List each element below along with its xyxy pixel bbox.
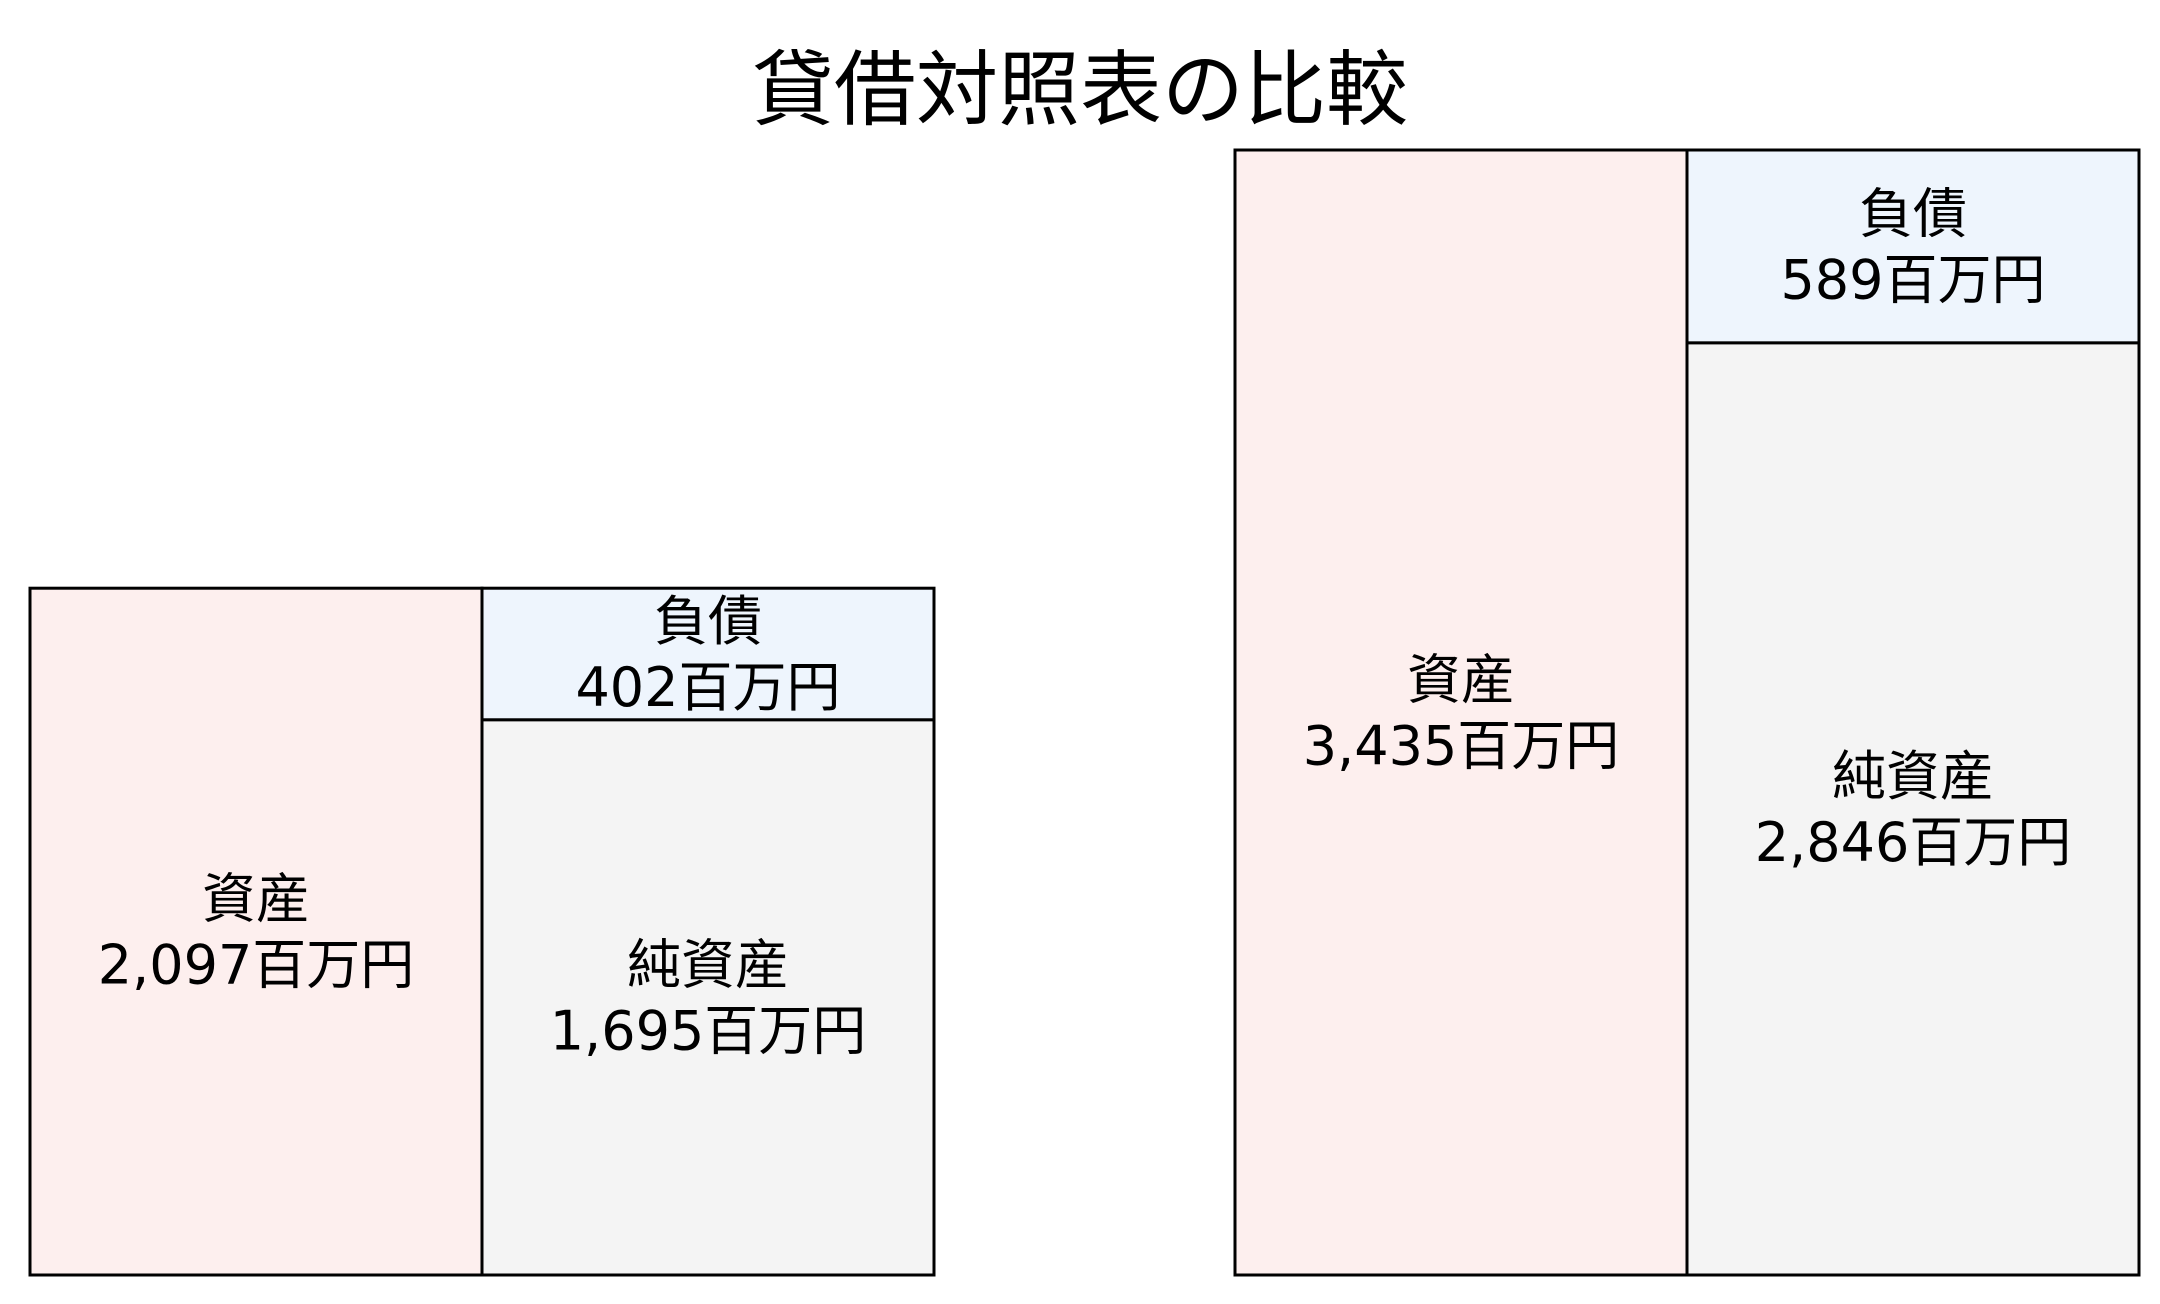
net-assets-block: [1685, 341, 2141, 1277]
net-assets-block: [480, 718, 936, 1277]
assets-label: 資産: [202, 868, 310, 931]
assets-label: 資産: [1407, 648, 1515, 711]
net-assets-label: 純資産: [627, 933, 789, 996]
liabilities-block: [480, 586, 936, 722]
liabilities-value: 402百万円: [575, 656, 840, 719]
sheets-layer: 資産2,097百万円負債402百万円純資産1,695百万円資産3,435百万円負…: [28, 148, 2141, 1277]
assets-value: 2,097百万円: [98, 934, 415, 997]
net-assets-value: 1,695百万円: [550, 999, 867, 1062]
liabilities-value: 589百万円: [1780, 248, 2045, 311]
chart-title: 貸借対照表の比較: [752, 43, 1408, 138]
assets-block: [28, 586, 484, 1277]
liabilities-block: [1685, 148, 2141, 345]
assets-value: 3,435百万円: [1303, 714, 1620, 777]
liabilities-label: 負債: [654, 590, 762, 653]
assets-block: [1233, 148, 1689, 1277]
net-assets-value: 2,846百万円: [1755, 811, 2072, 874]
net-assets-label: 純資産: [1832, 745, 1994, 808]
liabilities-label: 負債: [1859, 182, 1967, 245]
